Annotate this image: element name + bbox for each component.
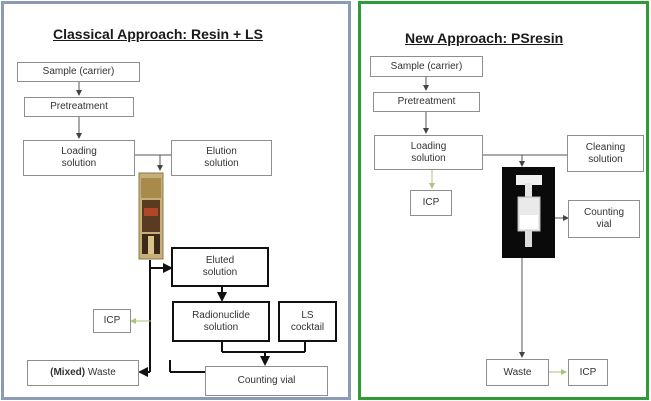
waste-label: Waste bbox=[85, 367, 116, 378]
left-eluted-solution-box: Eluted solution bbox=[171, 247, 269, 287]
left-icp-box: ICP bbox=[93, 309, 131, 333]
mixed-label: (Mixed) bbox=[50, 367, 86, 378]
left-sample-carrier-box: Sample (carrier) bbox=[17, 62, 140, 82]
right-counting-vial-box: Counting vial bbox=[568, 200, 640, 238]
left-pretreatment-box: Pretreatment bbox=[24, 97, 134, 117]
left-ls-cocktail-box: LS cocktail bbox=[278, 301, 337, 342]
right-icp-top-box: ICP bbox=[410, 190, 452, 216]
left-counting-vial-box: Counting vial bbox=[205, 366, 328, 396]
psresin-cartridge-icon bbox=[502, 167, 555, 258]
right-cleaning-solution-box: Cleaning solution bbox=[567, 135, 644, 172]
left-radionuclide-solution-box: Radionuclide solution bbox=[172, 301, 270, 342]
right-pretreatment-box: Pretreatment bbox=[373, 92, 480, 112]
right-waste-box: Waste bbox=[486, 359, 549, 386]
right-panel-title: New Approach: PSresin bbox=[405, 30, 564, 46]
classical-approach-panel bbox=[1, 1, 351, 400]
right-sample-carrier-box: Sample (carrier) bbox=[370, 56, 483, 77]
left-panel-title: Classical Approach: Resin + LS bbox=[53, 26, 263, 42]
right-loading-solution-box: Loading solution bbox=[374, 135, 483, 170]
left-loading-solution-box: Loading solution bbox=[23, 140, 135, 176]
right-icp-bottom-box: ICP bbox=[568, 359, 608, 386]
left-elution-solution-box: Elution solution bbox=[171, 140, 272, 176]
resin-column-icon bbox=[138, 172, 164, 260]
left-connectors bbox=[76, 82, 306, 377]
right-connectors bbox=[423, 77, 569, 375]
left-mixed-waste-box: (Mixed) Waste bbox=[27, 360, 139, 386]
new-approach-panel bbox=[358, 1, 649, 400]
